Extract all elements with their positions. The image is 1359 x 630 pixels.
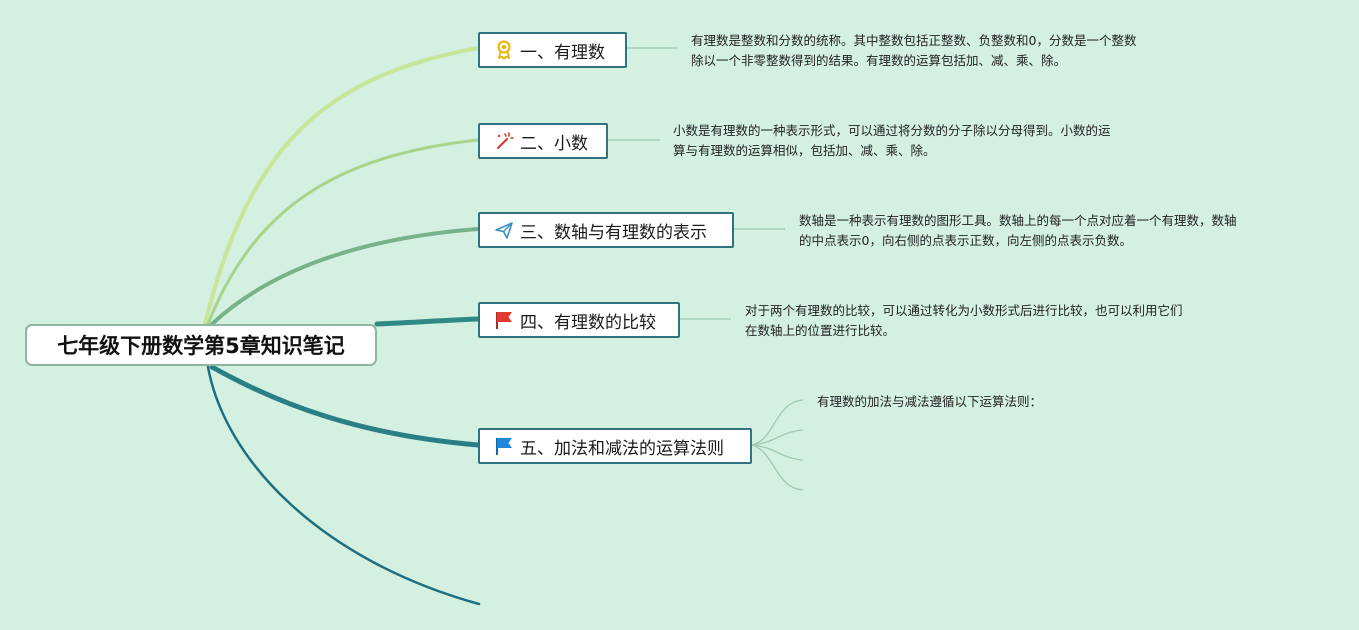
topic-number-line[interactable]: 三、数轴与有理数的表示 — [478, 212, 734, 248]
note-line: 有理数的加法与减法遵循以下运算法则： — [817, 394, 1043, 409]
note-line: 对于两个有理数的比较，可以通过转化为小数形式后进行比较，也可以利用它们 — [745, 303, 1183, 318]
red-flag-icon — [494, 310, 514, 330]
branch-line-2 — [206, 138, 480, 326]
branch-line-5 — [209, 364, 481, 448]
note-line: 算与有理数的运算相似，包括加、减、乘、除。 — [673, 143, 936, 158]
branch-line-3 — [210, 227, 480, 326]
note-line: 在数轴上的位置进行比较。 — [745, 323, 896, 338]
branch-line-1 — [203, 46, 480, 326]
note-line: 有理数是整数和分数的统称。其中整数包括正整数、负整数和0，分数是一个整数 — [691, 33, 1137, 48]
topic-label: 四、有理数的比较 — [520, 312, 656, 333]
note-add-subtract-rules: 有理数的加法与减法遵循以下运算法则： — [817, 392, 1042, 412]
award-medal-icon — [494, 40, 514, 60]
topic-comparison[interactable]: 四、有理数的比较 — [478, 302, 680, 338]
note-rational-numbers: 有理数是整数和分数的统称。其中整数包括正整数、负整数和0，分数是一个整数 除以一… — [691, 31, 1136, 71]
note-connector-5c — [751, 444, 804, 461]
central-topic[interactable]: 七年级下册数学第5章知识笔记 — [25, 324, 377, 366]
topic-rational-numbers[interactable]: 一、有理数 — [478, 32, 627, 68]
note-line: 小数是有理数的一种表示形式，可以通过将分数的分子除以分母得到。小数的运 — [673, 123, 1111, 138]
topic-label: 二、小数 — [520, 133, 588, 154]
topic-label: 五、加法和减法的运算法则 — [520, 438, 724, 459]
note-connectors — [608, 47, 804, 491]
topic-add-subtract-rules[interactable]: 五、加法和减法的运算法则 — [478, 428, 752, 464]
note-connector-5b — [751, 429, 804, 446]
branch-lines — [203, 46, 481, 606]
note-decimals: 小数是有理数的一种表示形式，可以通过将分数的分子除以分母得到。小数的运 算与有理… — [673, 121, 1111, 161]
central-topic-label: 七年级下册数学第5章知识笔记 — [57, 334, 345, 358]
topic-label: 一、有理数 — [520, 42, 605, 63]
note-connector-5d — [751, 444, 804, 491]
magic-wand-icon — [494, 131, 514, 151]
topic-label: 三、数轴与有理数的表示 — [520, 222, 707, 243]
note-number-line: 数轴是一种表示有理数的图形工具。数轴上的每一个点对应着一个有理数，数轴 的中点表… — [799, 211, 1237, 251]
topic-decimals[interactable]: 二、小数 — [478, 123, 608, 159]
note-connector-5a — [751, 399, 804, 446]
blue-flag-icon — [494, 436, 514, 456]
note-line: 的中点表示0，向右侧的点表示正数，向左侧的点表示负数。 — [799, 233, 1132, 248]
branch-line-6 — [206, 365, 481, 606]
branch-line-4 — [374, 316, 481, 327]
note-comparison: 对于两个有理数的比较，可以通过转化为小数形式后进行比较，也可以利用它们 在数轴上… — [745, 301, 1183, 341]
note-line: 除以一个非零整数得到的结果。有理数的运算包括加、减、乘、除。 — [691, 53, 1067, 68]
paper-plane-icon — [494, 220, 514, 240]
note-line: 数轴是一种表示有理数的图形工具。数轴上的每一个点对应着一个有理数，数轴 — [799, 213, 1237, 228]
